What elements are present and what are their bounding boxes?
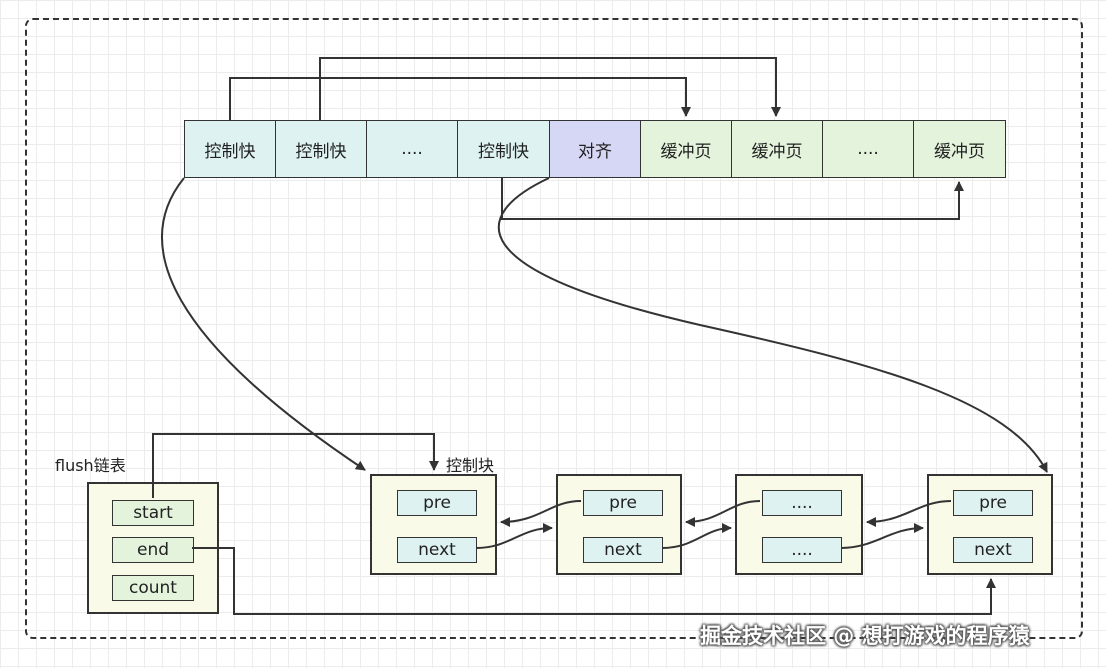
pool-cell-control-block-ellipsis: .... [366, 120, 458, 178]
diagram-frame [25, 18, 1083, 639]
link-node1-next [475, 523, 553, 549]
list-node-4: pre next [927, 474, 1053, 575]
arrow-cb1-to-page1 [229, 77, 691, 120]
watermark: 掘金技术社区 @ 想打游戏的程序猿 [700, 624, 1030, 648]
arrow-flush-end-to-node4 [192, 547, 996, 615]
node-3-pre: .... [762, 490, 842, 516]
list-node-3: .... .... [735, 474, 863, 575]
pool-cell-buffer-page-1: 缓冲页 [640, 120, 732, 178]
pool-cell-control-block-2: 控制快 [275, 120, 367, 178]
flush-field-start: start [112, 500, 194, 526]
link-node3-pre [685, 500, 761, 527]
node-3-next: .... [762, 537, 842, 563]
link-node2-pre [500, 500, 582, 527]
link-node4-pre [866, 500, 952, 527]
pool-cell-control-block-1: 控制快 [184, 120, 276, 178]
arrow-flush-start-to-node1 [152, 433, 439, 498]
pool-cell-buffer-page-n: 缓冲页 [913, 120, 1006, 178]
link-node3-next [840, 523, 924, 549]
arrow-cbn-to-pagen [501, 178, 964, 220]
node-2-pre: pre [583, 490, 663, 516]
curve-cbn-to-node4 [497, 177, 1048, 473]
list-node-1: pre next [370, 474, 497, 575]
flush-field-end: end [112, 537, 194, 563]
flush-field-count: count [112, 575, 194, 601]
control-block-label: 控制块 [446, 456, 495, 475]
node-1-next: next [397, 537, 477, 563]
curve-cb1-to-node1 [161, 177, 366, 471]
link-node2-next [661, 523, 732, 549]
node-2-next: next [583, 537, 663, 563]
list-node-2: pre next [556, 474, 682, 575]
flush-list-title: flush链表 [55, 456, 126, 475]
arrow-cb2-to-page2 [319, 57, 781, 120]
node-1-pre: pre [397, 490, 477, 516]
node-4-next: next [953, 537, 1033, 563]
node-4-pre: pre [953, 490, 1033, 516]
